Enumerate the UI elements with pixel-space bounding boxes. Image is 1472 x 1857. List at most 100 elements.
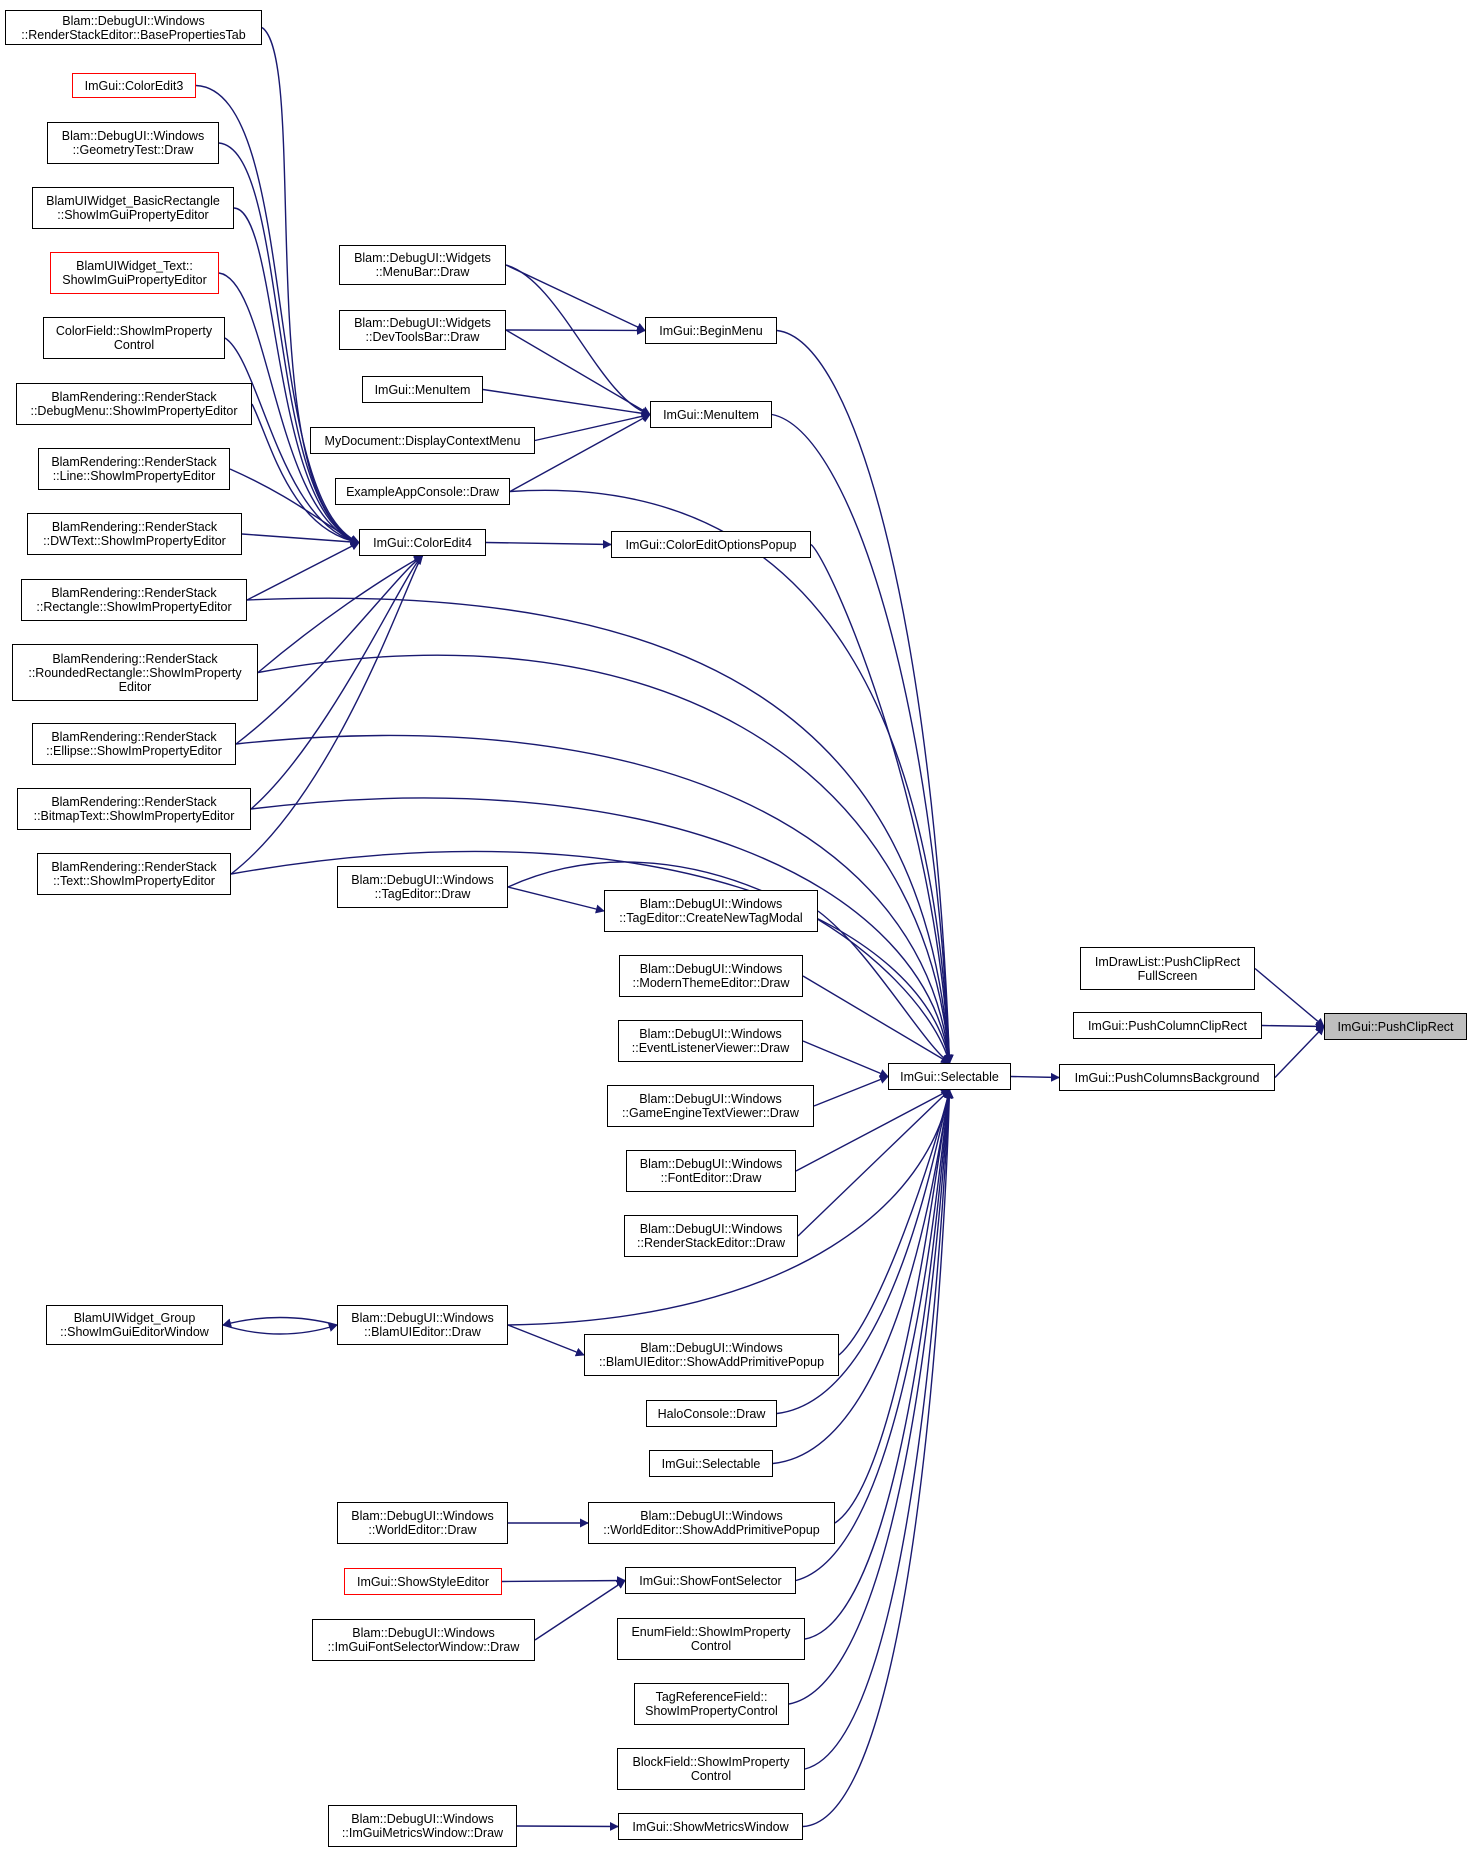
node-label-line: ImGui::ShowMetricsWindow [632, 1819, 789, 1834]
edge-fe-to-sel [795, 1089, 951, 1172]
node-rs-bmp[interactable]: BlamRendering::RenderStack::BitmapText::… [17, 788, 251, 830]
edge-rs_rect-to-sel [246, 597, 954, 1064]
node-imw[interactable]: Blam::DebugUI::Windows::ImGuiMetricsWind… [328, 1805, 517, 1847]
node-label-line: BlamRendering::RenderStack [52, 651, 218, 666]
node-rse-bpt[interactable]: Blam::DebugUI::Windows::RenderStackEdito… [5, 10, 262, 45]
edge-eac-to-mi [509, 413, 651, 493]
node-eac[interactable]: ExampleAppConsole::Draw [335, 478, 510, 505]
edge-mi-to-sel [771, 413, 954, 1064]
node-label-line: Blam::DebugUI::Windows [351, 1812, 494, 1826]
node-label-line: ColorField::ShowImProperty [55, 324, 213, 338]
node-rs-rr[interactable]: BlamRendering::RenderStack::RoundedRecta… [12, 644, 258, 701]
node-sse[interactable]: ImGui::ShowStyleEditor [344, 1568, 502, 1595]
node-sel2[interactable]: ImGui::Selectable [649, 1450, 773, 1477]
node-rs-dw[interactable]: BlamRendering::RenderStack::DWText::Show… [27, 513, 242, 555]
edge-mb-to-bm [505, 264, 646, 332]
node-label-line: ImGui::MenuItem [374, 382, 471, 397]
node-label-line: ::DWText::ShowImPropertyEditor [43, 534, 226, 548]
edge-bw_text-to-ce4 [218, 272, 360, 545]
node-bw-rect[interactable]: BlamUIWidget_BasicRectangle::ShowImGuiPr… [32, 187, 234, 229]
edge-pcrfs-to-pcr [1254, 967, 1325, 1028]
node-elv[interactable]: Blam::DebugUI::Windows::EventListenerVie… [618, 1020, 803, 1062]
node-smw[interactable]: ImGui::ShowMetricsWindow [618, 1813, 803, 1840]
edge-bue-to-bwg [222, 1316, 338, 1328]
node-pccr[interactable]: ImGui::PushColumnClipRect [1073, 1012, 1262, 1039]
node-label-line: BlamUIWidget_BasicRectangle [46, 194, 220, 208]
node-sel[interactable]: ImGui::Selectable [888, 1063, 1011, 1090]
node-rs-txt[interactable]: BlamRendering::RenderStack::Text::ShowIm… [37, 853, 231, 895]
node-label-line: ::EventListenerViewer::Draw [631, 1041, 790, 1055]
edge-trf-to-sel [788, 1089, 954, 1705]
edge-mi_l-to-mi [482, 388, 651, 418]
node-label-line: FullScreen [1137, 968, 1198, 983]
node-label-line: BlamRendering::RenderStack [51, 390, 217, 404]
node-bwg[interactable]: BlamUIWidget_Group::ShowImGuiEditorWindo… [46, 1305, 223, 1345]
node-we[interactable]: Blam::DebugUI::Windows::WorldEditor::Dra… [337, 1502, 508, 1544]
node-bue-sap[interactable]: Blam::DebugUI::Windows::BlamUIEditor::Sh… [584, 1334, 839, 1376]
edge-ce4-to-ceop [485, 539, 612, 549]
node-label-line: ::WorldEditor::ShowAddPrimitivePopup [603, 1523, 820, 1537]
node-label-line: BlamRendering::RenderStack [51, 455, 217, 469]
node-mb[interactable]: Blam::DebugUI::Widgets::MenuBar::Draw [339, 245, 506, 285]
node-mydoc[interactable]: MyDocument::DisplayContextMenu [310, 427, 535, 454]
edge-te-to-te_cnt [507, 886, 605, 914]
node-label-line: ::BitmapText::ShowImPropertyEditor [33, 809, 235, 823]
node-label-line: ::FontEditor::Draw [660, 1171, 762, 1185]
node-rs-line[interactable]: BlamRendering::RenderStack::Line::ShowIm… [38, 448, 230, 490]
node-rs-rect[interactable]: BlamRendering::RenderStack::Rectangle::S… [21, 579, 247, 621]
node-te[interactable]: Blam::DebugUI::Windows::TagEditor::Draw [337, 866, 508, 908]
node-getv[interactable]: Blam::DebugUI::Windows::GameEngineTextVi… [607, 1085, 814, 1127]
node-label-line: Blam::DebugUI::Windows [640, 1509, 783, 1523]
edge-we_sap-to-sel [834, 1089, 953, 1524]
node-dtb[interactable]: Blam::DebugUI::Widgets::DevToolsBar::Dra… [339, 310, 506, 350]
node-sfs[interactable]: ImGui::ShowFontSelector [625, 1567, 796, 1594]
edge-eac-to-sel [509, 489, 954, 1064]
node-mi-l[interactable]: ImGui::MenuItem [362, 376, 483, 403]
node-trf[interactable]: TagReferenceField::ShowImPropertyControl [634, 1683, 789, 1725]
node-bue[interactable]: Blam::DebugUI::Windows::BlamUIEditor::Dr… [337, 1305, 508, 1345]
edge-rs_rr-to-ce4 [257, 555, 424, 674]
edge-rs_dw-to-ce4 [241, 533, 360, 547]
node-label-line: ImGui::Selectable [900, 1069, 999, 1084]
node-label-line: ::WorldEditor::Draw [368, 1523, 477, 1537]
node-mte[interactable]: Blam::DebugUI::Windows::ModernThemeEdito… [619, 955, 803, 997]
node-te-cnt[interactable]: Blam::DebugUI::Windows::TagEditor::Creat… [604, 890, 818, 932]
node-fe[interactable]: Blam::DebugUI::Windows::FontEditor::Draw [626, 1150, 796, 1192]
node-ce3[interactable]: ImGui::ColorEdit3 [72, 73, 196, 98]
edge-bwg-to-bue [222, 1323, 338, 1335]
node-rse[interactable]: Blam::DebugUI::Windows::RenderStackEdito… [624, 1215, 798, 1257]
node-ce4[interactable]: ImGui::ColorEdit4 [359, 529, 486, 556]
node-label-line: ShowImGuiPropertyEditor [62, 273, 207, 287]
node-pcb[interactable]: ImGui::PushColumnsBackground [1059, 1064, 1275, 1091]
node-label-line: Blam::DebugUI::Windows [639, 897, 783, 911]
node-bm[interactable]: ImGui::BeginMenu [645, 317, 777, 344]
edge-rs_rr-to-sel [257, 654, 954, 1064]
node-label-line: ::Line::ShowImPropertyEditor [52, 469, 216, 483]
node-label-line: ImGui::ColorEdit3 [84, 78, 184, 93]
edge-rs_txt-to-sel [230, 850, 953, 1064]
node-label-line: Blam::DebugUI::Windows [639, 1222, 783, 1236]
edge-geo-to-ce4 [218, 142, 360, 545]
node-label-line: ExampleAppConsole::Draw [346, 484, 499, 499]
edge-rse_bpt-to-ce4 [261, 26, 360, 544]
edge-rs_txt-to-ce4 [230, 555, 424, 875]
node-bw-text[interactable]: BlamUIWidget_Text::ShowImGuiPropertyEdit… [50, 252, 219, 294]
node-label-line: ::Text::ShowImPropertyEditor [53, 874, 215, 888]
node-halo[interactable]: HaloConsole::Draw [646, 1400, 777, 1427]
node-rs-ell[interactable]: BlamRendering::RenderStack::Ellipse::Sho… [32, 723, 236, 765]
edge-smw-to-sel [802, 1089, 954, 1828]
node-geo[interactable]: Blam::DebugUI::Windows::GeometryTest::Dr… [47, 122, 219, 164]
node-label-line: ImGui::PushColumnClipRect [1087, 1018, 1248, 1033]
node-mi[interactable]: ImGui::MenuItem [650, 401, 772, 428]
node-label-line: ::ShowImGuiPropertyEditor [57, 208, 209, 222]
node-rs-dm[interactable]: BlamRendering::RenderStack::DebugMenu::S… [16, 383, 252, 425]
node-label-line: Control [690, 1769, 732, 1783]
node-ceop[interactable]: ImGui::ColorEditOptionsPopup [611, 531, 811, 558]
node-label-line: ImGui::ColorEdit4 [373, 535, 472, 550]
node-we-sap[interactable]: Blam::DebugUI::Windows::WorldEditor::Sho… [588, 1502, 835, 1544]
node-ifsw[interactable]: Blam::DebugUI::Windows::ImGuiFontSelecto… [312, 1619, 535, 1661]
